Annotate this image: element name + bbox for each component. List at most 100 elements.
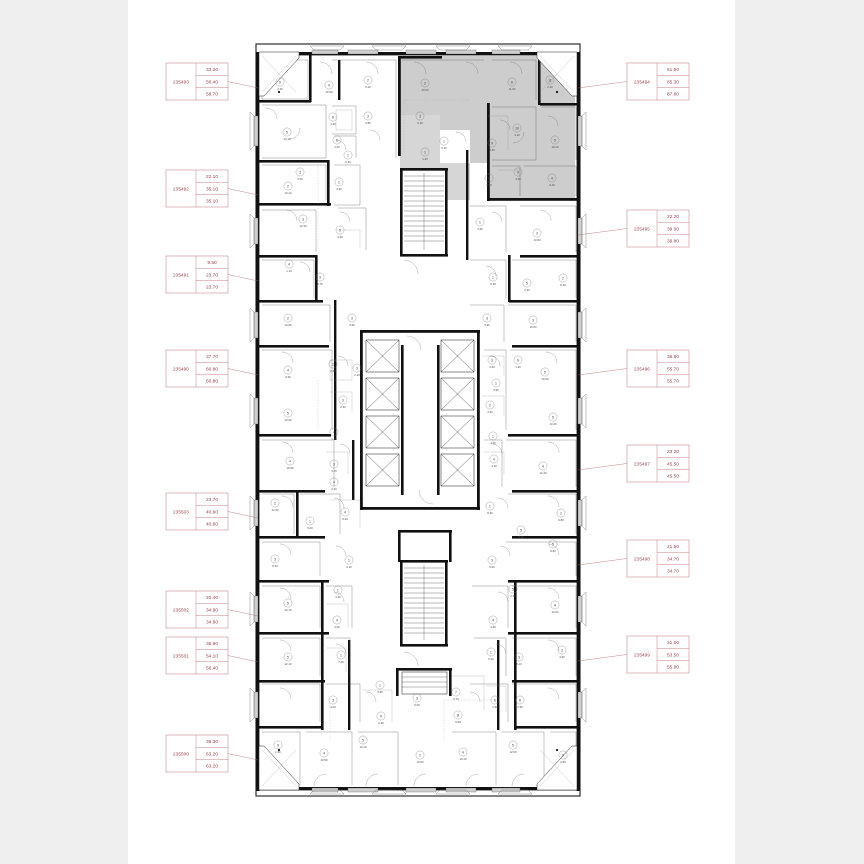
room-label: 513.90 [283, 408, 293, 422]
room-number: 3 [332, 698, 334, 702]
room-label: 35.00 [487, 555, 497, 569]
room-area: 1.20 [515, 365, 521, 369]
stairwell-upper [400, 168, 448, 275]
room-area: 5.00 [489, 565, 495, 569]
room-label: 41.20 [329, 427, 339, 441]
room-label: 92.90 [376, 711, 386, 725]
room-area: 1.90 [492, 705, 498, 709]
room-area: 14.10 [284, 137, 291, 141]
room-label: 513.40 [548, 412, 558, 426]
room-area: 11.60 [509, 87, 516, 91]
room-area: 6.40 [345, 160, 351, 164]
room-label: 310.60 [528, 315, 538, 329]
room-number: 4 [323, 751, 325, 755]
interior-partitions [261, 59, 577, 785]
room-area: 7.60 [338, 660, 344, 664]
room-label: 44.60 [332, 615, 342, 629]
room-number: 1 [424, 150, 426, 154]
room-number: 3 [319, 275, 321, 279]
room-number: 1 [495, 381, 497, 385]
room-area: 8.30 [487, 511, 493, 515]
room-label: 94.30 [487, 138, 497, 152]
room-label: 61.20 [332, 135, 342, 149]
room-area: 5.20 [441, 146, 447, 150]
apartment-area-value: 21.50 [667, 544, 679, 550]
room-label: 213.50 [415, 750, 425, 764]
room-label: 512.50 [508, 740, 518, 754]
room-label: 14.60 [488, 431, 498, 445]
apartment-area-value: 63.20 [206, 764, 218, 770]
apartment-area-value: 9.50 [207, 260, 217, 266]
room-label: 312.30 [298, 214, 308, 228]
room-label: 213.90 [283, 313, 293, 327]
room-label: 510.90 [540, 367, 550, 381]
room-area: 20.50 [422, 88, 429, 92]
room-area: 6.80 [365, 121, 371, 125]
room-label: 61.90 [490, 695, 500, 709]
room-label: 24.30 [485, 400, 495, 414]
room-label: 51.60 [335, 225, 345, 239]
room-label: 13.20 [333, 585, 343, 599]
apartment-area-value: 23.70 [206, 497, 218, 503]
room-label: 55.10 [516, 525, 526, 539]
room-label: 41.10 [284, 259, 294, 273]
room-label: 33.50 [347, 313, 357, 327]
room-number: 1 [347, 153, 349, 157]
room-number: 1 [348, 558, 350, 562]
room-label: 24.60 [557, 645, 567, 659]
room-number: 4 [492, 618, 494, 622]
room-number: 6 [494, 698, 496, 702]
apartment-id: 235493 [173, 79, 189, 84]
room-area: 10.90 [326, 90, 333, 94]
apartment-id: 235501 [173, 653, 189, 658]
room-label: 49.30 [283, 365, 293, 379]
room-area: 8.30 [490, 282, 496, 286]
apartment-area-value: 37.70 [206, 354, 218, 360]
apartment-area-value: 87.60 [667, 92, 679, 98]
room-number: 3 [536, 231, 538, 235]
room-label: 412.00 [550, 600, 560, 614]
room-number: 10 [515, 126, 519, 130]
core-upper [360, 330, 480, 510]
room-label: 512.10 [283, 652, 293, 666]
room-area: 4.60 [334, 625, 340, 629]
core-lower [396, 530, 452, 696]
room-area: 4.10 [514, 133, 520, 137]
room-label: 510.20 [550, 135, 560, 149]
room-label: 410.10 [458, 747, 468, 761]
room-label: 59.50 [548, 539, 558, 553]
room-number: 5 [287, 601, 289, 605]
room-number: 9 [277, 743, 279, 747]
room-number: 2 [287, 316, 289, 320]
room-label: 514.10 [282, 127, 292, 141]
apartment-area-value: 20.40 [206, 595, 218, 601]
room-number: 4 [542, 464, 544, 468]
apartment-area-value: 35.30 [206, 739, 218, 745]
room-label: 17.60 [336, 650, 346, 664]
room-number: 5 [287, 655, 289, 659]
room-label: 611.60 [507, 77, 517, 91]
room-area: 4.60 [559, 655, 565, 659]
room-label: 36.30 [270, 554, 280, 568]
room-number: 4 [551, 176, 553, 180]
room-number: 2 [332, 362, 334, 366]
room-area: 4.30 [515, 177, 521, 181]
room-label: 33.70 [329, 459, 339, 473]
room-label: 34.00 [328, 695, 338, 709]
apartment-id: 235502 [173, 607, 189, 612]
